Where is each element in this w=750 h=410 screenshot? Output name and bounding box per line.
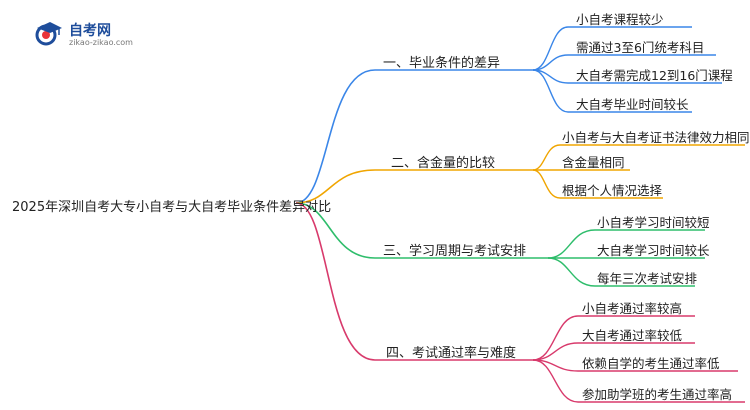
leaf-2-2: 含金量相同 — [562, 155, 625, 170]
connector-leaf-3-1 — [547, 229, 705, 259]
connector-branch-1 — [295, 69, 533, 204]
connector-leaf-2-1 — [532, 144, 745, 171]
connector-leaf-4-3 — [532, 359, 738, 372]
mindmap-root: 2025年深圳自考大专小自考与大自考毕业条件差异对比 — [12, 200, 332, 215]
connector-leaf-1-2 — [532, 54, 716, 71]
branch-pass-rate: 四、考试通过率与难度 — [386, 346, 517, 361]
leaf-1-3: 大自考需完成12到16门课程 — [576, 68, 733, 83]
logo-subtitle: zikao-zikao.com — [69, 38, 133, 47]
connector-leaf-1-1 — [532, 26, 692, 71]
graduation-cap-icon — [35, 22, 62, 46]
connector-leaf-3-3 — [547, 257, 695, 287]
leaf-3-1: 小自考学习时间较短 — [597, 215, 710, 230]
logo-title: 自考网 — [69, 23, 111, 39]
leaf-4-3: 依赖自学的考生通过率低 — [582, 356, 720, 371]
connector-leaf-4-1 — [532, 315, 695, 361]
connector-branch-4 — [295, 202, 533, 361]
leaf-4-4: 参加助学班的考生通过率高 — [582, 387, 733, 402]
leaf-4-2: 大自考通过率较低 — [582, 328, 683, 343]
leaf-4-1: 小自考通过率较高 — [582, 301, 683, 316]
site-logo[interactable]: 自考网 zikao-zikao.com — [33, 18, 143, 52]
connector-branch-2 — [295, 169, 533, 204]
leaf-2-3: 根据个人情况选择 — [562, 183, 663, 198]
connector-leaf-2-3 — [532, 169, 663, 199]
leaf-2-1: 小自考与大自考证书法律效力相同 — [562, 130, 750, 145]
branch-study-schedule: 三、学习周期与考试安排 — [383, 244, 527, 259]
branch-value-comparison: 二、含金量的比较 — [391, 156, 496, 171]
connector-branch-3 — [295, 202, 548, 259]
connector-leaf-4-4 — [532, 359, 745, 403]
leaf-1-2: 需通过3至6门统考科目 — [576, 40, 705, 55]
leaf-1-4: 大自考毕业时间较长 — [576, 97, 689, 112]
leaf-3-2: 大自考学习时间较长 — [597, 243, 710, 258]
leaf-1-1: 小自考课程较少 — [576, 12, 664, 27]
leaf-3-3: 每年三次考试安排 — [597, 271, 698, 286]
branch-graduation-requirements: 一、毕业条件的差异 — [383, 56, 501, 71]
connector-leaf-4-2 — [532, 342, 695, 361]
connector-leaf-1-4 — [532, 69, 692, 113]
